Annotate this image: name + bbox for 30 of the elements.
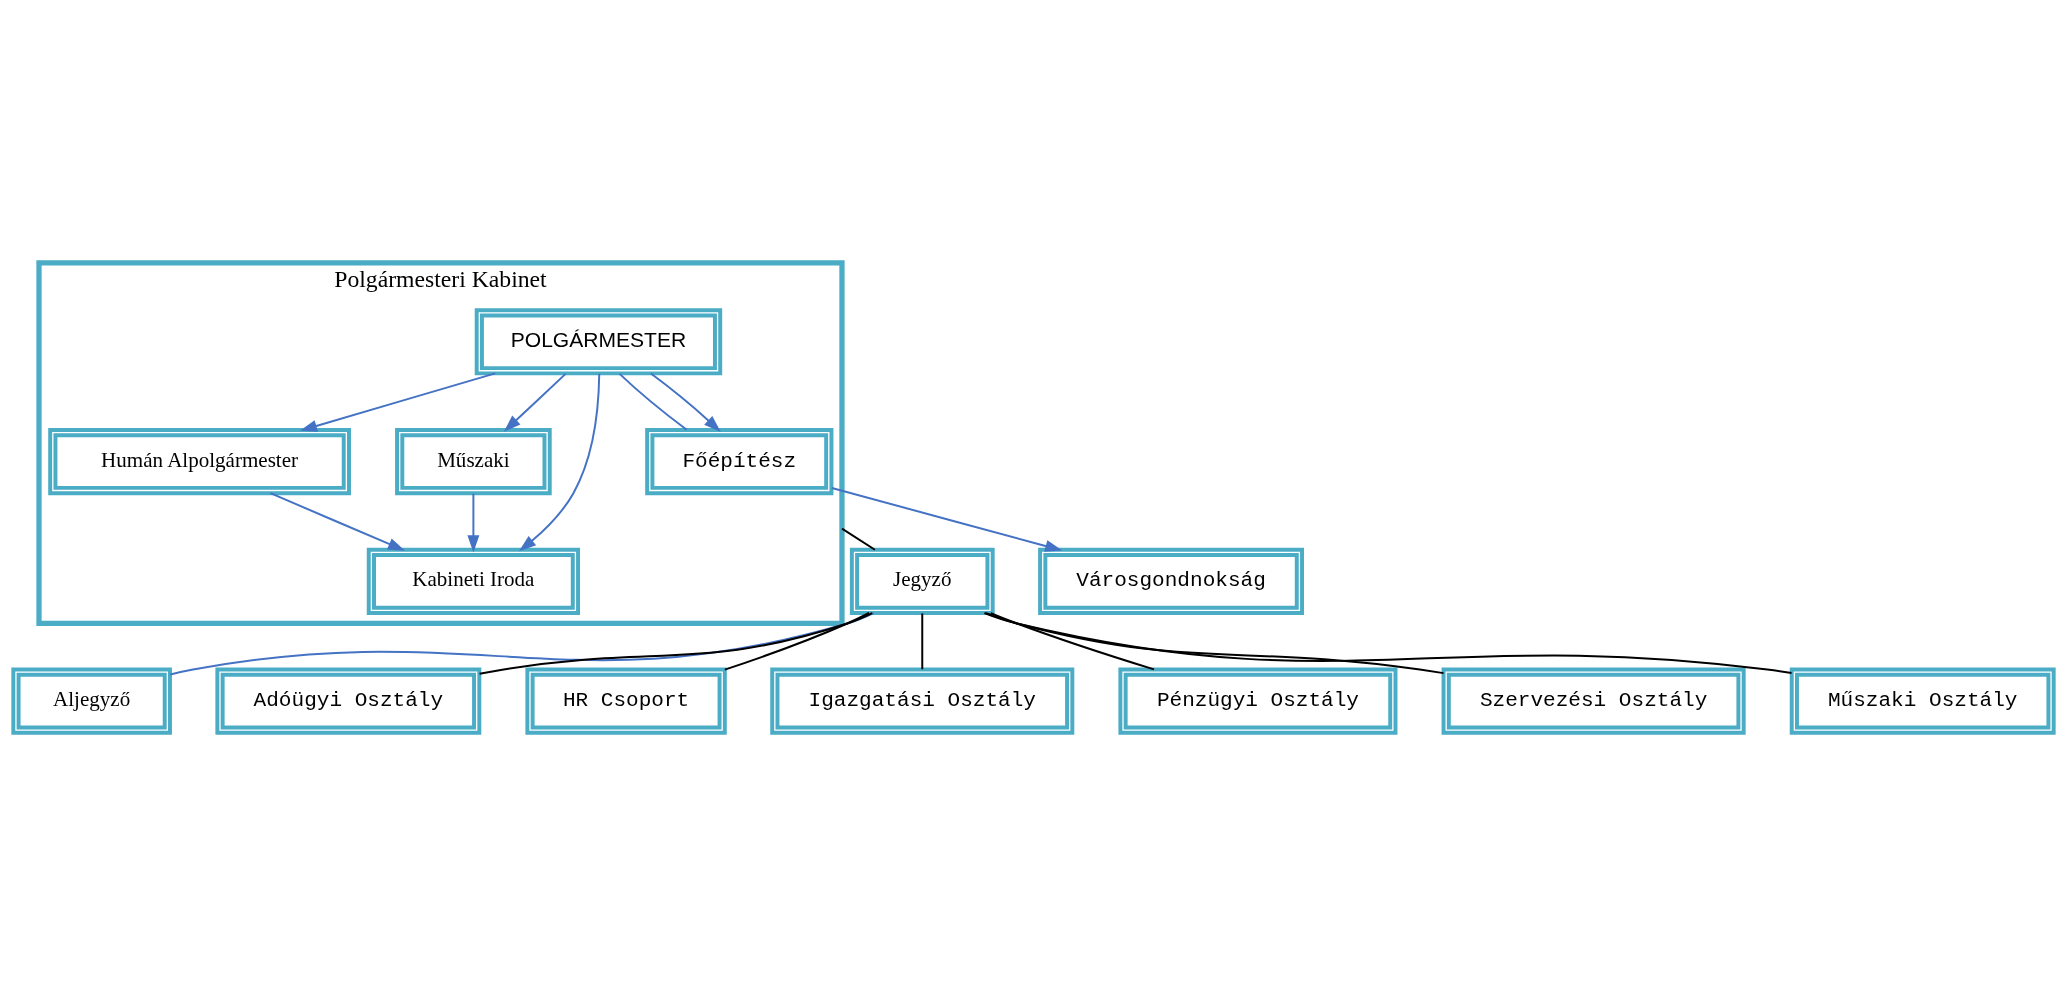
- arrow: [269, 491, 406, 551]
- node-box: Műszaki Osztály: [1789, 667, 2056, 735]
- node-box: Műszaki: [395, 427, 552, 495]
- node-box: HR Csoport: [525, 667, 727, 735]
- node-box: Főépítész: [645, 427, 834, 495]
- connector: [841, 527, 876, 551]
- node-box: Kabineti Iroda: [366, 547, 580, 615]
- node-box: Humán Alpolgármester: [48, 427, 351, 495]
- connector: [983, 611, 1793, 674]
- node-box: Aljegyző: [11, 667, 172, 735]
- connector: [618, 372, 688, 431]
- node-box: Jegyző: [849, 547, 995, 615]
- connector: [985, 611, 1445, 674]
- node-box: POLGÁRMESTER: [474, 307, 723, 375]
- arrow: [467, 492, 480, 552]
- connector: [478, 611, 874, 675]
- arrow: [649, 372, 721, 432]
- node-box: Igazgatási Osztály: [770, 667, 1075, 735]
- arrow: [299, 371, 497, 432]
- node-box: Városgondnokság: [1038, 547, 1304, 615]
- arrow: [830, 486, 1063, 552]
- arrow: [519, 372, 601, 551]
- node-box: Pénzügyi Osztály: [1118, 667, 1398, 735]
- connector: [989, 611, 1155, 670]
- node-box: Adóügyi Osztály: [215, 667, 482, 735]
- node-box: Szervezési Osztály: [1441, 667, 1746, 735]
- connector: [723, 611, 871, 671]
- arrow: [503, 372, 567, 432]
- connector: [169, 611, 875, 675]
- connector: [921, 611, 924, 670]
